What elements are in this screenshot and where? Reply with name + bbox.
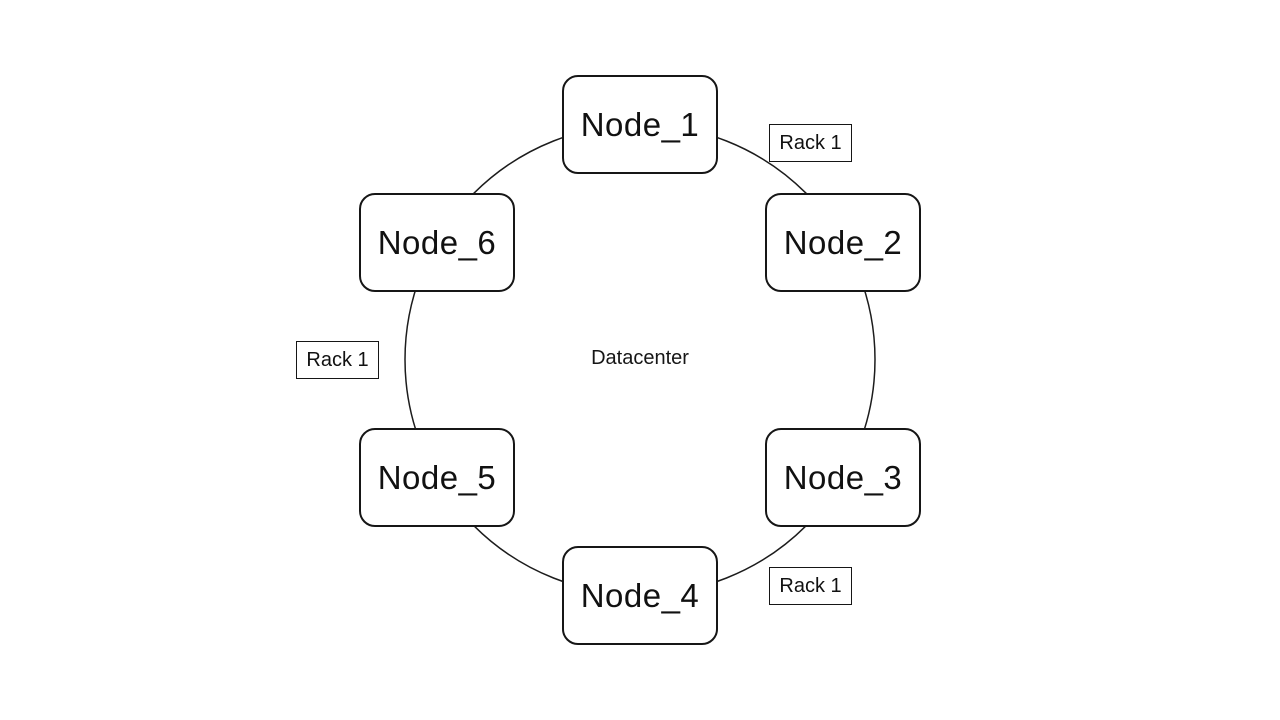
node-4-label: Node_4: [580, 576, 700, 614]
edge-label-rack-left: Rack 1: [296, 341, 379, 379]
edge-label-rack-left-text: Rack 1: [306, 348, 369, 371]
node-1-label: Node_1: [580, 105, 700, 143]
node-5-label: Node_5: [377, 458, 497, 496]
edge-label-rack-bottom-right: Rack 1: [769, 567, 852, 605]
edge-label-rack-top-right-text: Rack 1: [779, 131, 842, 154]
edge-label-rack-bottom-right-text: Rack 1: [779, 574, 842, 597]
diagram-center-label: Datacenter: [591, 347, 689, 369]
node-2-label: Node_2: [783, 223, 903, 261]
node-3: Node_3: [765, 428, 921, 527]
node-2: Node_2: [765, 193, 921, 292]
node-5: Node_5: [359, 428, 515, 527]
node-4: Node_4: [562, 546, 718, 645]
node-6-label: Node_6: [377, 223, 497, 261]
node-1: Node_1: [562, 75, 718, 174]
node-6: Node_6: [359, 193, 515, 292]
edge-label-rack-top-right: Rack 1: [769, 124, 852, 162]
node-3-label: Node_3: [783, 458, 903, 496]
